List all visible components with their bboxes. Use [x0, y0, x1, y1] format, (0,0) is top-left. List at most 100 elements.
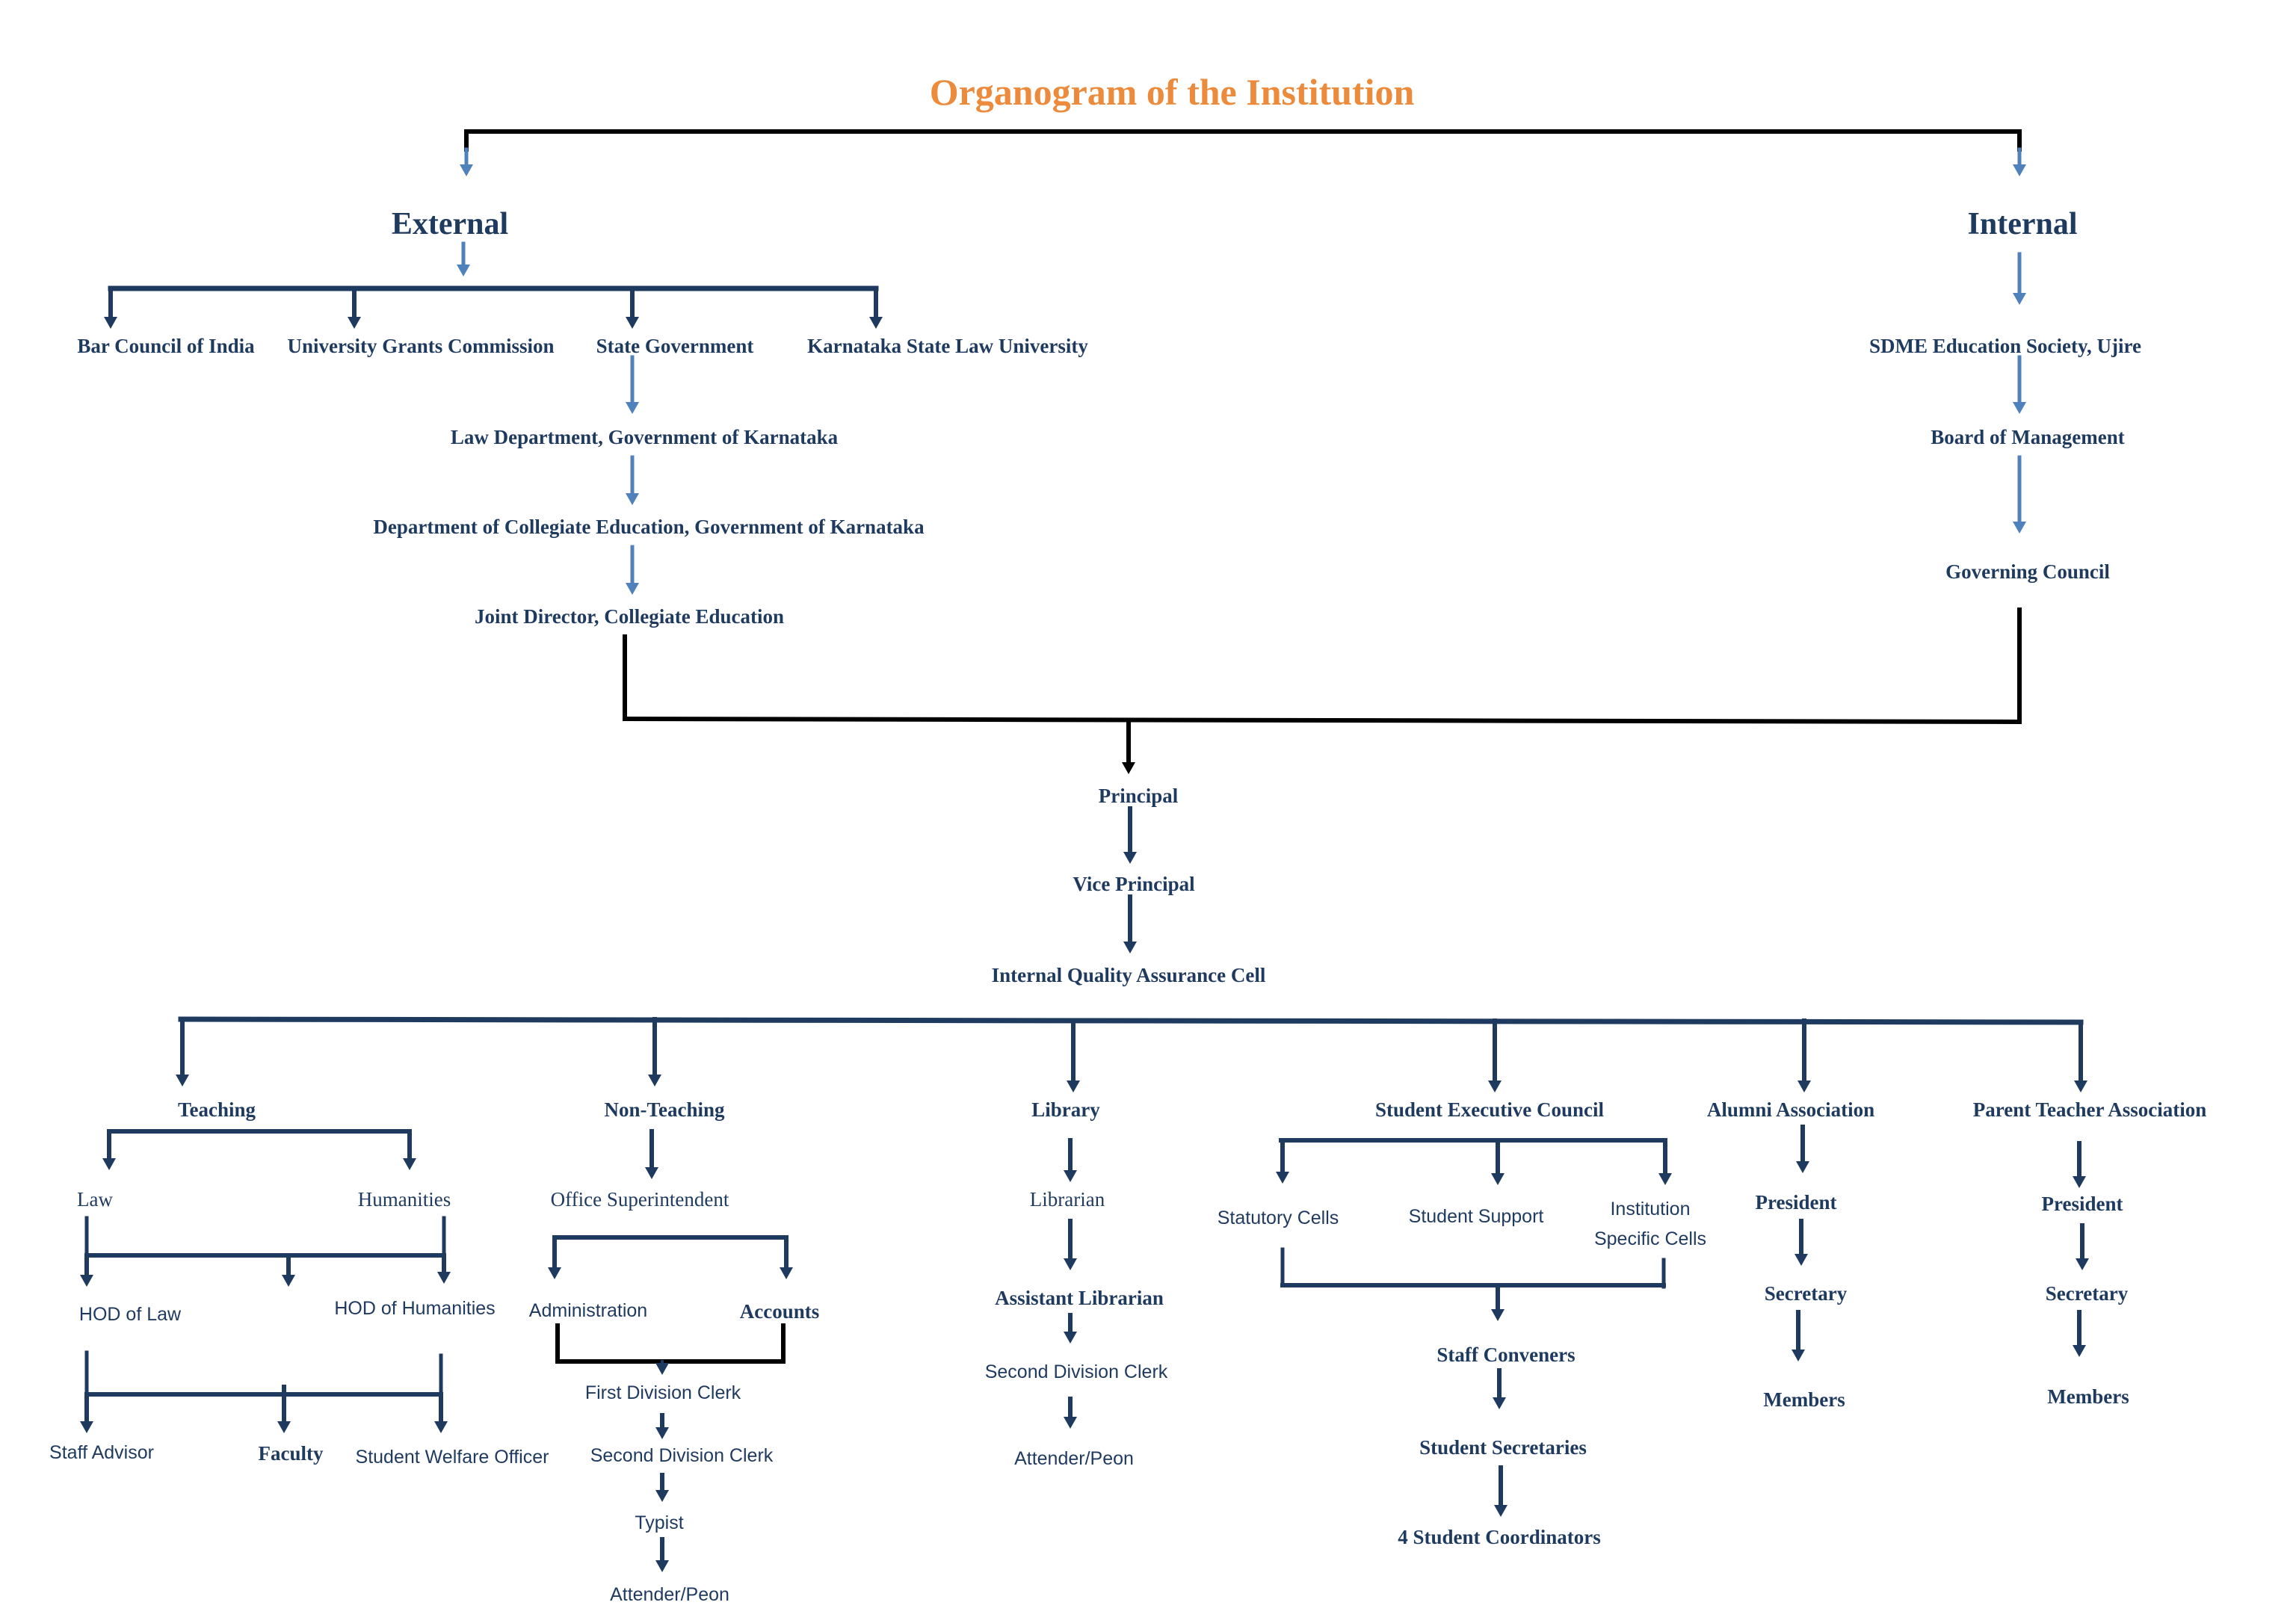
arrowhead — [1491, 1309, 1505, 1321]
library-attender-node: Attender/Peon — [1014, 1448, 1134, 1469]
internal-heading: Internal — [1967, 207, 2078, 241]
vice-principal-node: Vice Principal — [1073, 873, 1195, 895]
arrowhead — [1797, 1081, 1811, 1092]
attender-peon-node: Attender/Peon — [610, 1584, 729, 1605]
arrowhead — [1064, 1258, 1077, 1270]
arrowhead — [80, 1275, 93, 1287]
connector-lines — [80, 129, 2089, 1572]
assistant-librarian-node: Assistant Librarian — [995, 1287, 1164, 1309]
accounts-node: Accounts — [739, 1300, 820, 1323]
arrowhead — [1491, 1173, 1505, 1185]
arrowhead — [780, 1267, 793, 1279]
arrowhead — [2013, 402, 2026, 414]
institution-specific-line2: Specific Cells — [1593, 1228, 1707, 1249]
arrowhead — [104, 317, 117, 329]
arrowhead — [626, 402, 639, 414]
arrowhead — [1067, 1081, 1080, 1092]
student-support-node: Student Support — [1408, 1206, 1544, 1227]
arrowhead — [2013, 522, 2026, 534]
society-node: SDME Education Society, Ujire — [1869, 335, 2141, 357]
ksl-university-node: Karnataka State Law University — [807, 335, 1088, 357]
bar-council-node: Bar Council of India — [77, 335, 255, 357]
law-department-node: Law Department, Government of Karnataka — [450, 426, 839, 448]
non-teaching-heading: Non-Teaching — [604, 1098, 725, 1121]
joint-director-node: Joint Director, Collegiate Education — [475, 605, 784, 628]
second-division-clerk-node: Second Division Clerk — [590, 1445, 774, 1466]
arrowhead — [1122, 762, 1135, 774]
arrowhead — [626, 317, 639, 329]
student-coordinators-node: 4 Student Coordinators — [1398, 1526, 1601, 1548]
iqac-node: Internal Quality Assurance Cell — [991, 964, 1266, 986]
arrowhead — [1792, 1350, 1805, 1361]
arrowhead — [1064, 1417, 1077, 1429]
arrowhead — [1658, 1173, 1672, 1185]
alumni-heading: Alumni Association — [1706, 1098, 1875, 1121]
ugc-node: University Grants Commission — [287, 335, 555, 357]
library-heading: Library — [1031, 1098, 1100, 1121]
arrowhead — [1493, 1397, 1506, 1409]
arrowhead — [655, 1490, 669, 1502]
arrowhead — [437, 1272, 451, 1284]
arrowhead — [645, 1167, 658, 1179]
student-council-heading: Student Executive Council — [1374, 1098, 1605, 1121]
alumni-secretary-node: Secretary — [1764, 1282, 1848, 1305]
office-superintendent-node: Office Superintendent — [550, 1188, 729, 1211]
administration-node: Administration — [528, 1300, 648, 1321]
arrowhead — [1123, 852, 1137, 864]
arrowhead — [2073, 1345, 2086, 1357]
staff-conveners-node: Staff Conveners — [1436, 1344, 1576, 1366]
arrowhead — [1488, 1081, 1502, 1092]
arrowhead — [460, 164, 473, 176]
arrowhead — [1064, 1170, 1077, 1182]
arrowhead — [655, 1560, 669, 1572]
arrowhead — [869, 317, 883, 329]
arrowhead — [1064, 1332, 1077, 1344]
arrowhead — [457, 265, 470, 276]
connector-line — [622, 716, 2022, 725]
teaching-heading: Teaching — [177, 1098, 256, 1121]
collegiate-education-node: Department of Collegiate Education, Gove… — [373, 516, 925, 538]
student-welfare-officer-node: Student Welfare Officer — [355, 1447, 549, 1468]
arrowhead — [348, 317, 361, 329]
hod-law-node: HOD of Law — [78, 1304, 182, 1325]
arrowhead — [1794, 1254, 1808, 1266]
arrowhead — [655, 1427, 669, 1439]
arrowhead — [2073, 1176, 2086, 1188]
statutory-cells-node: Statutory Cells — [1217, 1208, 1339, 1228]
library-clerk-node: Second Division Clerk — [984, 1361, 1168, 1382]
pta-secretary-node: Secretary — [2045, 1282, 2129, 1305]
board-node: Board of Management — [1931, 426, 2125, 448]
staff-advisor-node: Staff Advisor — [49, 1442, 154, 1463]
arrowhead — [80, 1421, 93, 1433]
external-heading: External — [391, 207, 509, 241]
institution-specific-line1: Institution — [1610, 1199, 1691, 1219]
typist-node: Typist — [635, 1512, 684, 1533]
governing-council-node: Governing Council — [1945, 560, 2110, 583]
pta-president-node: President — [2041, 1193, 2123, 1215]
arrowhead — [648, 1075, 661, 1086]
arrowhead — [1276, 1172, 1289, 1184]
arrowhead — [176, 1075, 189, 1086]
institution-specific-cells-node: Institution Specific Cells — [1594, 1194, 1706, 1254]
arrowhead — [655, 1363, 669, 1375]
librarian-node: Librarian — [1029, 1188, 1105, 1211]
arrowhead — [626, 583, 639, 595]
arrowhead — [2013, 293, 2026, 305]
student-secretaries-node: Student Secretaries — [1419, 1436, 1587, 1459]
arrowhead — [2076, 1258, 2089, 1270]
arrowhead — [282, 1275, 295, 1287]
arrowhead — [277, 1421, 291, 1433]
hod-humanities-node: HOD of Humanities — [334, 1298, 496, 1319]
state-government-node: State Government — [596, 335, 754, 357]
arrowhead — [2013, 164, 2026, 176]
arrowhead — [403, 1158, 416, 1170]
first-division-clerk-node: First Division Clerk — [584, 1382, 741, 1403]
humanities-node: Humanities — [357, 1188, 451, 1211]
arrowhead — [2074, 1081, 2087, 1092]
pta-members-node: Members — [2047, 1385, 2129, 1408]
alumni-president-node: President — [1755, 1191, 1837, 1214]
faculty-node: Faculty — [258, 1442, 324, 1465]
chart-title: Organogram of the Institution — [929, 71, 1415, 113]
connector-line — [178, 1016, 2084, 1025]
